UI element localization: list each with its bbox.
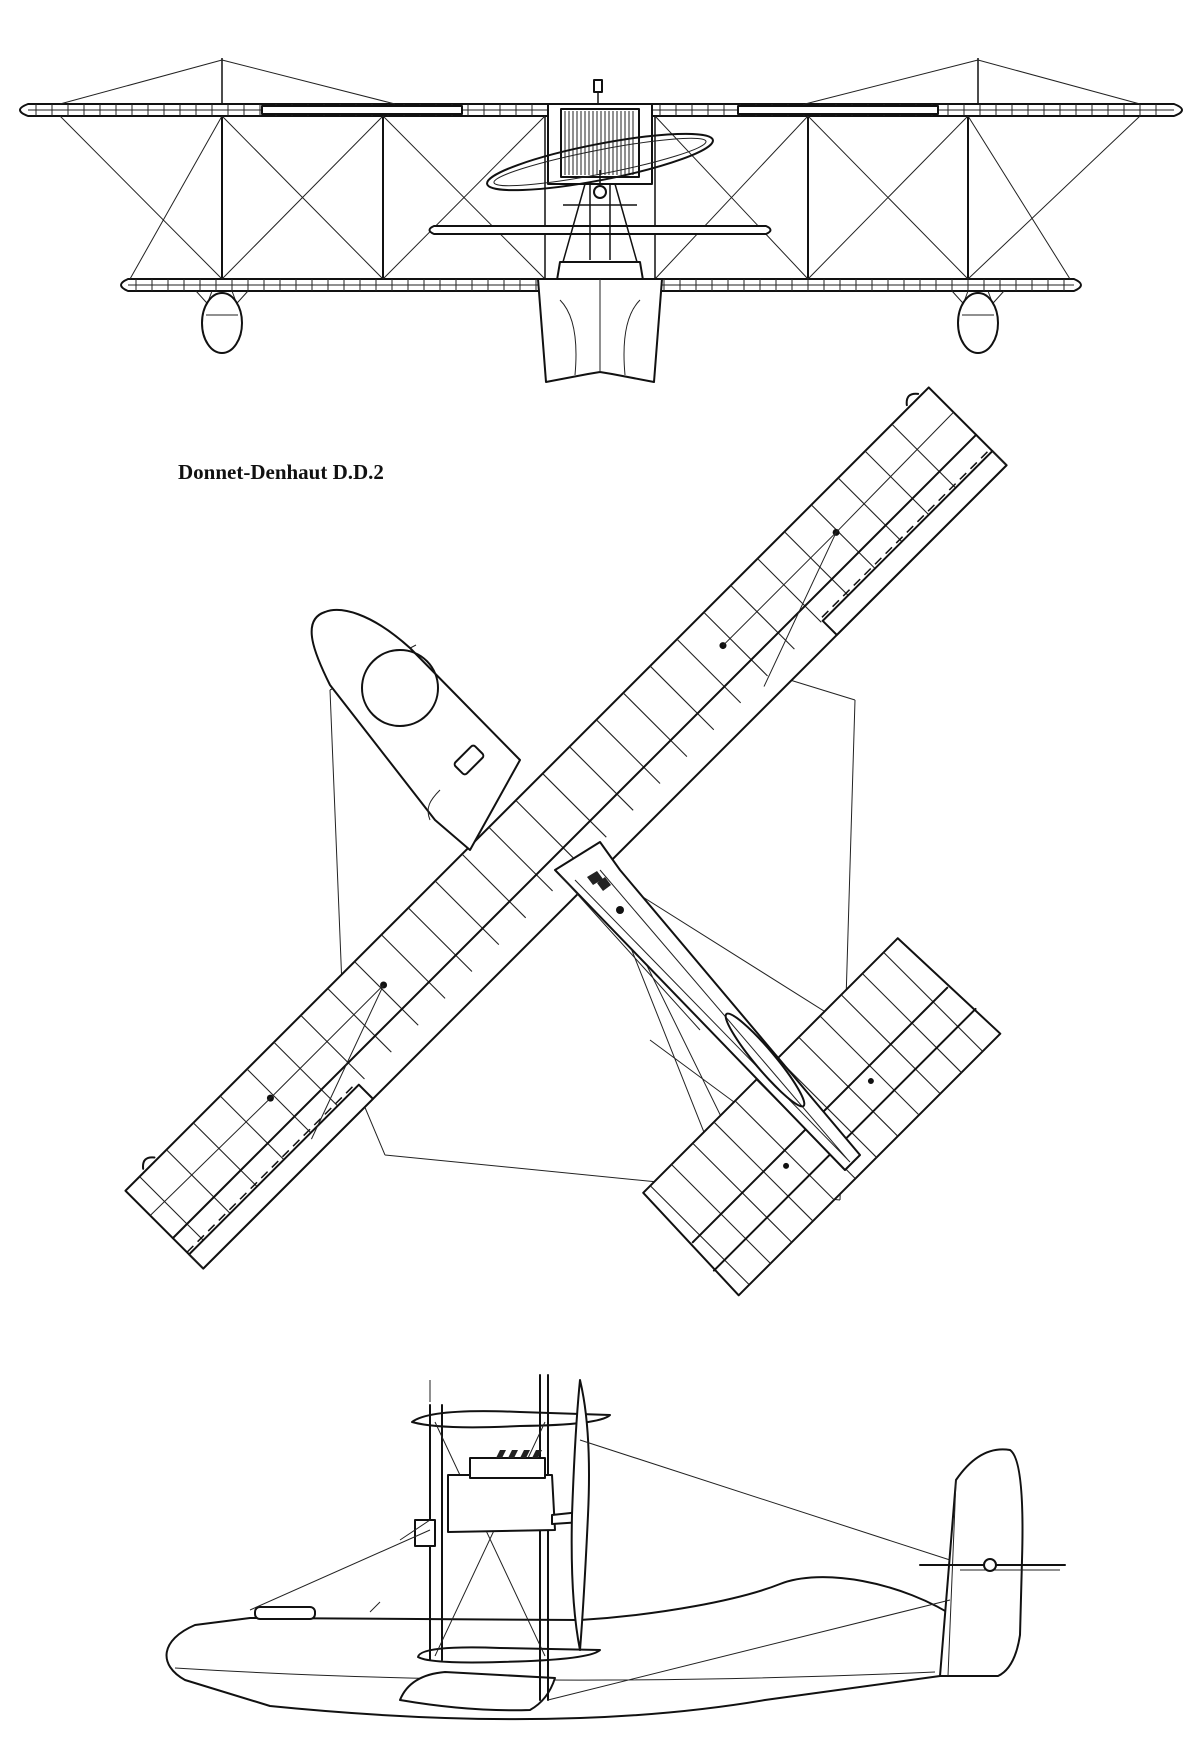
side-propeller xyxy=(570,1379,590,1651)
cockpit-opening xyxy=(361,649,439,727)
plan-tail-boom xyxy=(554,841,861,1171)
front-wingtip-floats xyxy=(195,290,1005,354)
plan-hull xyxy=(310,609,521,851)
side-hull xyxy=(165,1576,961,1721)
side-engine xyxy=(414,1450,583,1547)
front-engine-radiator xyxy=(547,103,653,199)
front-overhang-bracing xyxy=(59,59,1141,105)
front-hull xyxy=(537,261,663,383)
side-bracing-wires xyxy=(249,1439,951,1701)
side-view xyxy=(165,1374,1066,1721)
front-propeller xyxy=(486,132,714,192)
front-kingposts xyxy=(221,58,979,104)
front-tailplane xyxy=(428,225,772,235)
plan-main-wing xyxy=(124,386,1008,1270)
front-view xyxy=(19,58,1183,383)
front-engine-bearers xyxy=(562,183,638,263)
side-fin-rudder xyxy=(919,1448,1066,1677)
front-interplane-struts xyxy=(221,115,969,280)
drawing-title: Donnet-Denhaut D.D.2 xyxy=(178,460,384,484)
front-bracing-wires xyxy=(59,115,1141,280)
plan-view xyxy=(124,386,1008,1297)
